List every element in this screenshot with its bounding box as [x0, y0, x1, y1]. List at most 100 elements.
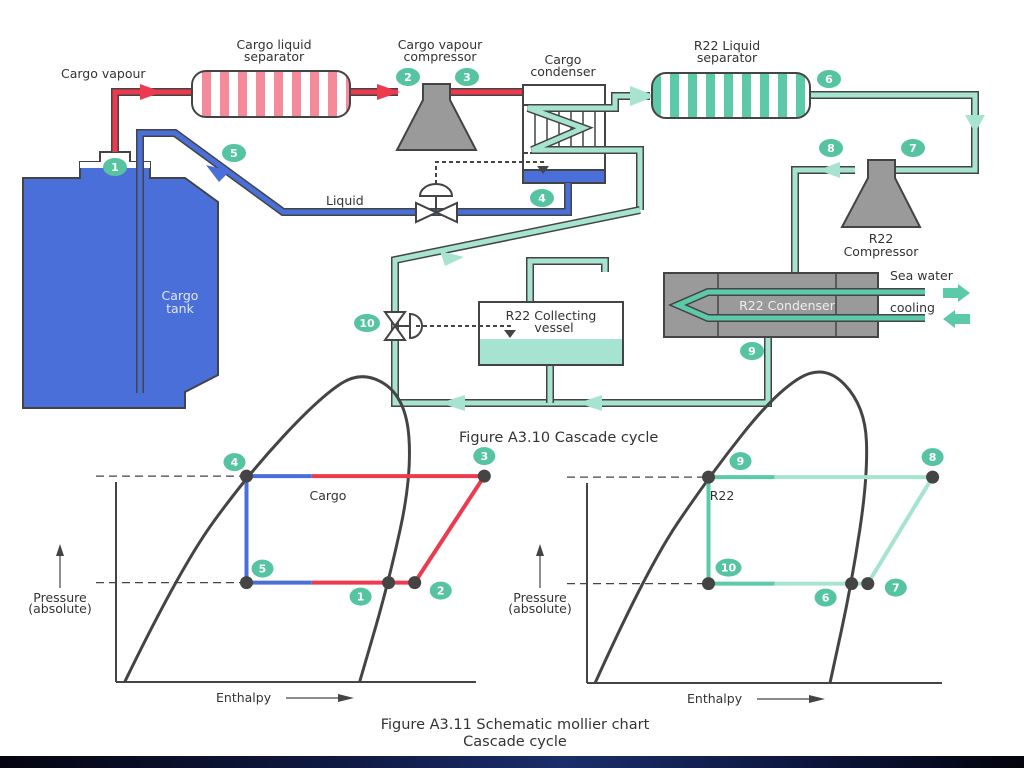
chart-title: R22: [710, 488, 735, 503]
state-point-badge-label-7: 7: [892, 582, 900, 595]
state-point-badge-9: [729, 452, 752, 471]
state-point-9: [702, 470, 715, 484]
state-point-7: [861, 577, 875, 591]
state-point-badge-8: 8: [819, 139, 843, 157]
state-point-badge-4: [223, 453, 246, 472]
state-point-badge-label-8: 8: [929, 451, 937, 464]
state-point-badge-1: [349, 587, 372, 606]
svg-text:10: 10: [359, 317, 375, 330]
figure-a3-11-caption-line-2: Cascade cycle: [463, 734, 567, 750]
cargo-vapour-compressor: Cargo vapour compressor: [395, 37, 483, 151]
state-point-badge-label-2: 2: [437, 585, 445, 598]
cargo-tank-label-2: tank: [166, 301, 194, 316]
flow-arrow-icon: [377, 84, 400, 100]
flow-arrow-icon: [440, 395, 465, 411]
state-point-badge-5: [251, 559, 274, 578]
flow-arrow-icon: [630, 86, 656, 106]
state-point-badge-label-3: 3: [480, 450, 488, 463]
x-axis-arrow-icon: [809, 695, 825, 703]
saturation-dome: [123, 375, 411, 683]
y-axis-arrow-icon: [536, 544, 544, 556]
flow-arrow-icon: [206, 165, 230, 182]
cargo-vapour-line: [111, 84, 522, 152]
state-point-2: [408, 576, 422, 590]
y-axis-arrow-icon: [56, 544, 64, 556]
state-point-badge-10: [715, 558, 742, 577]
r22-condenser: R22 Condenser Sea water cooling: [663, 268, 970, 338]
state-point-badge-2: 2: [396, 68, 420, 86]
cycle-segment-compression: [866, 476, 935, 585]
cargo-expansion-valve: [415, 161, 549, 224]
y-axis-label-line-2: (absolute): [508, 601, 572, 616]
state-point-3: [477, 469, 491, 483]
r22-line: [391, 86, 985, 411]
state-point-badge-9: 9: [740, 342, 764, 360]
flow-arrow-icon: [140, 84, 162, 100]
flow-arrow-icon: [965, 115, 985, 133]
chart-title: Cargo: [310, 488, 347, 503]
svg-text:4: 4: [538, 192, 546, 205]
flow-arrow-icon: [440, 251, 464, 266]
svg-text:9: 9: [748, 345, 756, 358]
cargo-liquid-line: [136, 129, 572, 393]
cooling-label: cooling: [890, 300, 935, 315]
cargo-vapour-compressor-label-2: compressor: [404, 49, 478, 64]
bottom-bar: [0, 756, 1024, 768]
figure-a3-10-caption: Figure A3.10 Cascade cycle: [459, 430, 658, 446]
r22-collecting-vessel: R22 Collecting vessel: [478, 301, 624, 366]
state-point-badge-label-4: 4: [231, 456, 239, 469]
r22-liquid-separator-label-1: R22 Liquid: [694, 38, 760, 53]
state-point-badge-label-10: 10: [721, 562, 737, 575]
y-axis-label-line-1: Pressure: [33, 590, 87, 605]
svg-text:6: 6: [825, 73, 833, 86]
cargo-condenser-label-1: Cargo: [545, 52, 582, 67]
state-point-badge-10: 10: [354, 314, 380, 332]
state-point-badge-label-9: 9: [737, 455, 745, 468]
state-point-badge-7: 7: [901, 139, 925, 157]
cargo-tank: Cargo tank: [22, 151, 219, 409]
cargo-tank-label-1: Cargo: [162, 288, 199, 303]
sea-water-label: Sea water: [890, 268, 954, 283]
state-point-1: [382, 576, 396, 590]
cargo-liquid-separator-label-2: separator: [244, 49, 305, 64]
r22-expansion-valve: [383, 311, 516, 341]
x-axis-arrow-icon: [338, 694, 354, 702]
r22-liquid-separator-label-2: separator: [697, 50, 758, 65]
cycle-segment-compression: [413, 475, 486, 584]
state-point-badge-4: 4: [530, 189, 554, 207]
cargo-condenser: Cargo condenser: [522, 52, 644, 210]
flow-arrow-icon: [818, 162, 840, 178]
r22-condenser-label: R22 Condenser: [739, 298, 836, 313]
svg-text:1: 1: [111, 161, 119, 174]
state-point-5: [240, 576, 253, 590]
state-point-badge-6: 6: [817, 70, 841, 88]
x-axis-label: Enthalpy: [216, 690, 272, 705]
state-point-4: [240, 469, 253, 483]
state-point-badge-8: [921, 448, 944, 467]
r22-liquid-separator: R22 Liquid separator: [651, 38, 811, 119]
state-point-badge-6: [814, 588, 837, 607]
cargo-vapour-compressor-label-1: Cargo vapour: [398, 37, 483, 52]
y-axis-label-line-1: Pressure: [513, 590, 567, 605]
y-axis-label-line-2: (absolute): [28, 601, 92, 616]
sea-water-out-arrow-icon: [943, 284, 970, 302]
state-point-badge-label-6: 6: [822, 592, 830, 605]
cargo-liquid-separator: Cargo liquid separator: [191, 37, 351, 118]
sea-water-in-arrow-icon: [943, 310, 970, 328]
cargo-vapour-label: Cargo vapour: [61, 66, 146, 81]
x-axis-label: Enthalpy: [687, 691, 743, 706]
state-point-badge-3: [473, 447, 496, 466]
state-point-badge-2: [429, 581, 452, 600]
r22-collecting-vessel-label-1: R22 Collecting: [506, 308, 597, 323]
figure-a3-11-caption-line-1: Figure A3.11 Schematic mollier chart: [381, 717, 650, 733]
svg-text:2: 2: [404, 71, 412, 84]
svg-text:5: 5: [230, 147, 238, 160]
state-point-10: [702, 577, 715, 591]
r22-compressor-label-2: Compressor: [844, 244, 920, 259]
liquid-label: Liquid: [326, 193, 364, 208]
svg-text:3: 3: [463, 71, 471, 84]
state-point-badge-3: 3: [455, 68, 479, 86]
state-point-8: [926, 470, 940, 484]
